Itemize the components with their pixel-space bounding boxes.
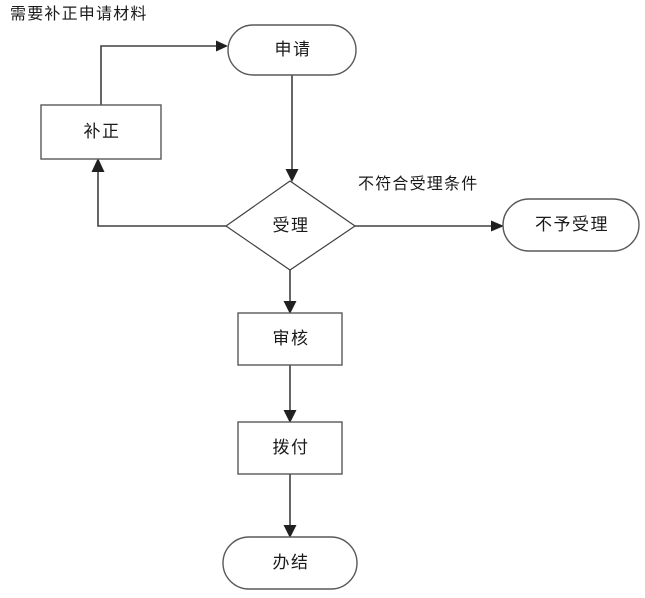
node-disburse[interactable]: 拨付 [237,421,343,475]
finish-shape[interactable] [222,536,358,590]
edge-path [100,45,222,105]
apply-shape[interactable] [227,24,357,76]
label-supplement-condition: 需要补正申请材料 [10,5,148,23]
reject-label: 不予受理 [535,215,609,234]
edge-supplement-to-apply [100,40,228,105]
reject-shape[interactable] [502,198,640,252]
disburse-label: 拨付 [273,438,310,457]
node-finish[interactable]: 办结 [222,536,358,590]
disburse-shape[interactable] [237,421,343,475]
arrowhead-right [491,220,504,232]
arrowhead-up [91,158,105,172]
edge-accept-to-review [283,270,297,314]
edge-path [97,168,226,227]
arrowhead-down [283,525,297,538]
arrowhead-right [216,40,228,52]
arrowhead-down [283,301,297,314]
edge-accept-to-supplement [91,158,226,227]
nodes-layer: 申请 补正 受理 不予受理 审核 拨付 [40,24,640,590]
arrowhead-down [285,169,299,182]
apply-label: 申请 [275,40,312,59]
node-reject[interactable]: 不予受理 [502,198,640,252]
review-shape[interactable] [237,312,343,366]
label-reject-condition: 不符合受理条件 [358,175,478,193]
edge-accept-to-reject [355,220,504,232]
edge-apply-to-accept [285,75,299,182]
node-review[interactable]: 审核 [237,312,343,366]
connectors-layer [91,40,504,538]
supplement-shape[interactable] [40,104,162,160]
arrowhead-down [283,410,297,423]
finish-label: 办结 [273,553,310,572]
accept-shape[interactable] [224,180,357,271]
supplement-label: 补正 [84,122,121,141]
node-apply[interactable]: 申请 [227,24,357,76]
edge-review-to-disburse [283,365,297,423]
review-label: 审核 [273,329,310,348]
edge-disburse-to-finish [283,474,297,538]
accept-label: 受理 [273,216,310,235]
node-supplement[interactable]: 补正 [40,104,162,160]
node-accept[interactable]: 受理 [224,180,357,271]
edge-labels-layer: 需要补正申请材料 不符合受理条件 [10,5,478,193]
